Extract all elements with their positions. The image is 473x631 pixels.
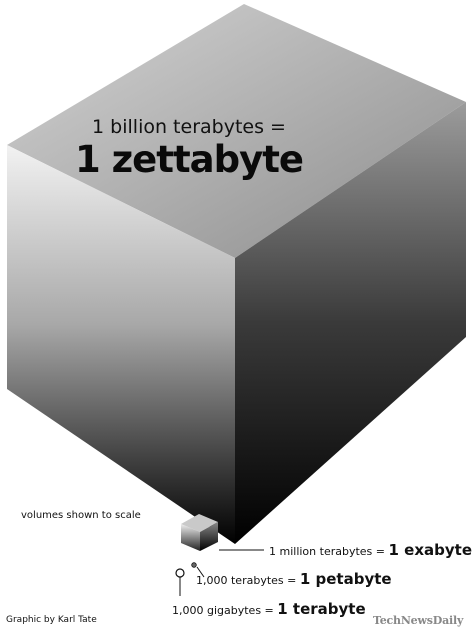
zettabyte-cube-top	[7, 4, 466, 258]
exabyte-label: 1 million terabytes = 1 exabyte	[269, 541, 472, 559]
exabyte-cube	[181, 514, 218, 551]
exabyte-label-prefix: 1 million terabytes =	[269, 545, 389, 558]
cube-caption-line1: 1 billion terabytes =	[92, 116, 286, 138]
zettabyte-cube-left	[7, 145, 235, 544]
cube-caption-line2: 1 zettabyte	[75, 138, 304, 181]
zettabyte-cube-right	[235, 102, 466, 544]
petabyte-label: 1,000 terabytes = 1 petabyte	[196, 570, 392, 588]
exabyte-cube-top	[181, 514, 218, 532]
exabyte-label-unit: 1 exabyte	[388, 541, 473, 559]
brand-logo: TechNewsDaily	[373, 614, 464, 627]
terabyte-label-prefix: 1,000 gigabytes =	[172, 604, 278, 617]
terabyte-marker	[175, 568, 185, 578]
petabyte-dot	[191, 562, 197, 568]
graphic-credit: Graphic by Karl Tate	[6, 615, 97, 625]
exabyte-cube-right	[200, 522, 218, 551]
petabyte-label-unit: 1 petabyte	[299, 570, 392, 588]
exabyte-cube-left	[181, 524, 200, 551]
zettabyte-cube	[7, 4, 466, 544]
scale-note: volumes shown to scale	[21, 510, 141, 521]
terabyte-label-unit: 1 terabyte	[277, 600, 366, 618]
terabyte-label: 1,000 gigabytes = 1 terabyte	[172, 600, 366, 618]
petabyte-leader-line	[196, 566, 205, 578]
petabyte-label-prefix: 1,000 terabytes =	[196, 574, 300, 587]
